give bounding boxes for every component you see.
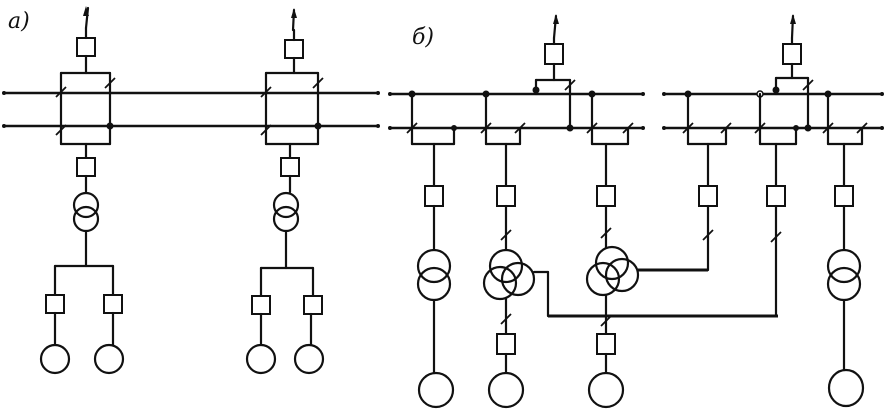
feeder-breaker bbox=[303, 295, 323, 315]
feeder-breaker bbox=[766, 185, 786, 207]
incoming-right bbox=[772, 14, 814, 132]
feeder-breaker bbox=[103, 294, 123, 314]
feeder-breaker bbox=[834, 185, 854, 207]
feeder-breaker bbox=[424, 185, 444, 207]
feeder-connections-left bbox=[406, 90, 634, 188]
feeder-breaker bbox=[596, 185, 616, 207]
feeder-breaker bbox=[596, 333, 616, 355]
transformer-icon bbox=[416, 248, 452, 302]
feeder-breaker bbox=[698, 185, 718, 207]
feeder-breaker bbox=[496, 333, 516, 355]
unit-a-left bbox=[39, 6, 125, 375]
feeder-breaker bbox=[45, 294, 65, 314]
unit-a-right bbox=[245, 8, 325, 375]
feeder-connections-right bbox=[682, 90, 868, 188]
feeder-breaker bbox=[251, 295, 271, 315]
panel-b-scheme bbox=[388, 14, 884, 409]
three-winding-transformer-icon bbox=[585, 245, 640, 297]
panel-a-scheme bbox=[2, 6, 380, 375]
motor-icon bbox=[293, 343, 325, 375]
incoming-breaker bbox=[544, 43, 564, 65]
motor-icon bbox=[39, 343, 71, 375]
incoming-breaker bbox=[76, 37, 96, 57]
transformer-icon bbox=[272, 191, 300, 233]
transformer-icon bbox=[826, 248, 862, 302]
incoming-breaker bbox=[782, 43, 802, 65]
panel-b-label: б) bbox=[412, 25, 434, 50]
transformer-breaker bbox=[280, 157, 300, 177]
motor-icon bbox=[417, 371, 455, 409]
transformer-breaker bbox=[76, 157, 96, 177]
motor-icon bbox=[587, 371, 625, 409]
transformer-icon bbox=[72, 191, 100, 233]
three-winding-transformer-icon bbox=[482, 248, 536, 301]
feeder-breaker bbox=[496, 185, 516, 207]
motor-icon bbox=[245, 343, 277, 375]
panel-a-label: а) bbox=[8, 9, 30, 34]
motor-icon bbox=[93, 343, 125, 375]
incoming-breaker bbox=[284, 39, 304, 59]
motor-icon bbox=[487, 371, 525, 409]
motor-icon bbox=[827, 368, 865, 408]
incoming-left bbox=[532, 14, 576, 132]
